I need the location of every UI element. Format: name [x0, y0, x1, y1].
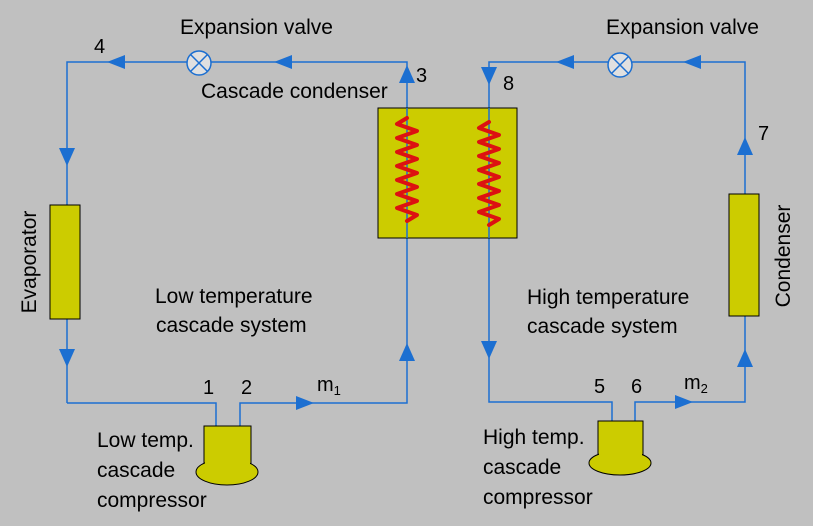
arrow-left-valve-in [274, 55, 292, 69]
evaporator-box [49, 204, 81, 320]
m1-base: m [317, 374, 334, 396]
m2-subscript: 2 [701, 381, 708, 396]
arrow-up-7 [737, 137, 753, 155]
point-7: 7 [758, 123, 769, 145]
condenser-label: Condenser [772, 205, 795, 308]
point-2: 2 [241, 377, 252, 399]
high-compressor-label-line3: compressor [483, 486, 593, 509]
pipe-high-bottom-left [488, 238, 613, 421]
arrow-right-m2 [675, 395, 693, 409]
arrow-up-3 [399, 65, 415, 83]
low-compressor-label-line3: compressor [97, 489, 207, 512]
pipe-low-bottom-right [239, 238, 408, 426]
evaporator-label: Evaporator [18, 211, 41, 314]
low-temp-pipes [66, 61, 408, 426]
high-system-label-line1: High temperature [527, 286, 689, 309]
coil-right-icon [477, 120, 501, 227]
arrow-down-8 [481, 67, 497, 85]
mass-flow-m2: m2 [684, 372, 708, 396]
point-6: 6 [631, 376, 642, 398]
high-compressor-label-line1: High temp. [483, 426, 585, 449]
arrow-up-low-return [399, 343, 415, 361]
low-temp-compressor-icon [195, 425, 259, 486]
arrow-right-m1 [296, 396, 314, 410]
low-compressor-label-line2: cascade [97, 459, 175, 482]
arrow-up-condenser-bottom [737, 349, 753, 367]
point-5: 5 [594, 376, 605, 398]
arrow-down-high-return [481, 341, 497, 359]
arrow-down-evap-bottom [59, 349, 75, 367]
low-system-label-line2: cascade system [156, 314, 307, 337]
expansion-valve-right-icon [607, 52, 633, 78]
expansion-valve-left-label: Expansion valve [180, 16, 333, 39]
m2-base: m [684, 372, 701, 394]
expansion-valve-left-icon [186, 50, 212, 76]
condenser-box [728, 193, 760, 317]
high-compressor-label-line2: cascade [483, 456, 561, 479]
low-compressor-label-line1: Low temp. [97, 429, 194, 452]
pipe-high-top [488, 61, 746, 194]
arrow-left-high-valve-in [683, 55, 701, 69]
pipe-low-bottom-left [67, 402, 217, 426]
mass-flow-m1: m1 [317, 374, 341, 398]
point-8: 8 [503, 73, 514, 95]
high-system-label-line2: cascade system [527, 315, 678, 338]
arrow-left-high-valve-out [556, 55, 574, 69]
point-3: 3 [416, 65, 427, 87]
high-temp-compressor-icon [588, 420, 652, 476]
point-4: 4 [94, 36, 105, 58]
m1-subscript: 1 [334, 383, 341, 398]
arrow-left-4 [107, 55, 125, 69]
low-system-label-line1: Low temperature [155, 285, 313, 308]
cascade-condenser-label: Cascade condenser [201, 80, 388, 103]
coil-left-icon [395, 116, 419, 223]
high-temp-pipes [488, 61, 746, 421]
expansion-valve-right-label: Expansion valve [606, 16, 759, 39]
point-1: 1 [203, 377, 214, 399]
arrow-down-evap-top [59, 148, 75, 166]
